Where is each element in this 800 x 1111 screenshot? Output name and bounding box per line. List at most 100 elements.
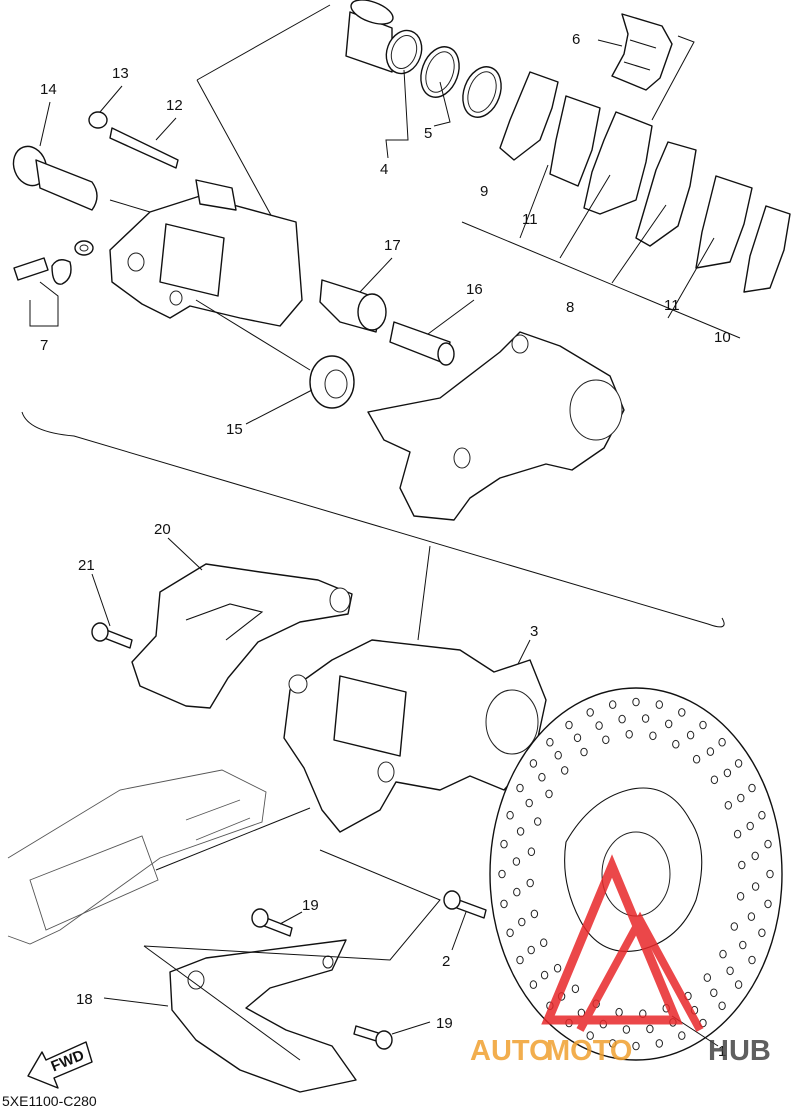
- caliper-pin-part: [12, 145, 98, 211]
- caliper-bracket-part: [367, 331, 625, 521]
- disc-hole: [526, 878, 534, 888]
- disc-hole: [615, 1007, 623, 1017]
- callout-5: 5: [424, 125, 432, 142]
- disc-hole: [516, 955, 524, 965]
- disc-hole: [500, 839, 508, 849]
- disc-hole: [530, 909, 539, 919]
- disc-hole: [513, 887, 521, 897]
- disc-hole: [518, 917, 526, 927]
- piston-seal-part: [420, 46, 502, 118]
- callout-16: 16: [466, 281, 483, 298]
- disc-hole: [719, 949, 727, 959]
- callout-17: 17: [384, 237, 401, 254]
- disc-hole: [609, 700, 617, 709]
- callout-leaders: [39, 69, 719, 1047]
- disc-hole: [538, 772, 546, 782]
- boot-lower-part: [309, 355, 355, 409]
- callout-19a: 19: [302, 897, 319, 914]
- callout-15: 15: [226, 421, 243, 438]
- disc-hole: [545, 789, 553, 799]
- disc-hole: [737, 793, 745, 803]
- caliper-body-part: [109, 179, 303, 327]
- bolt-part: [109, 127, 179, 169]
- callout-19b: 19: [436, 1015, 453, 1032]
- disc-hole: [692, 754, 701, 764]
- brake-caliper-assembly-part: [283, 639, 547, 833]
- disc-hole: [655, 700, 663, 709]
- disc-bolt-part: [443, 890, 487, 919]
- callout-2: 2: [442, 953, 450, 970]
- disc-hole: [758, 928, 766, 938]
- disc-hole: [622, 1025, 631, 1034]
- callout-1: 1: [718, 1043, 726, 1060]
- diagram-code: 5XE1100-C280: [2, 1093, 97, 1109]
- callout-8: 8: [566, 299, 574, 316]
- disc-hole: [632, 1041, 640, 1051]
- disc-hole: [565, 720, 573, 730]
- disc-hole: [739, 940, 747, 950]
- disc-hole: [747, 912, 756, 921]
- callout-11a: 11: [522, 211, 538, 228]
- disc-hole: [546, 737, 554, 747]
- disc-hole: [665, 719, 673, 729]
- disc-hole: [686, 730, 695, 740]
- disc-hole: [498, 869, 506, 879]
- callout-10: 10: [714, 329, 731, 346]
- callout-13: 13: [112, 65, 129, 82]
- disc-hole: [723, 768, 732, 778]
- disc-hole: [764, 839, 772, 849]
- swingarm-ghost: [7, 769, 267, 945]
- disc-hole: [710, 988, 718, 998]
- disc-hole: [766, 869, 774, 879]
- disc-hole: [500, 899, 508, 909]
- disc-hole: [718, 1001, 726, 1011]
- disc-hole: [554, 750, 562, 760]
- disc-hole: [710, 775, 719, 785]
- disc-hole: [573, 733, 582, 743]
- group-divider-curve: [21, 411, 725, 628]
- disc-hole: [561, 766, 569, 775]
- group-divider-leader: [417, 545, 431, 641]
- disc-hole: [734, 980, 743, 989]
- disc-hole: [678, 708, 686, 717]
- callout-21: 21: [78, 557, 95, 574]
- disc-hole: [734, 759, 743, 768]
- disc-hole: [586, 708, 594, 717]
- disc-hole: [678, 1031, 686, 1040]
- slide-pin-part: [389, 321, 455, 366]
- watermark-hub: HUB: [708, 1035, 771, 1067]
- disc-hole: [703, 973, 711, 982]
- fwd-arrow: FWD: [27, 1041, 93, 1089]
- disc-hole: [512, 857, 521, 866]
- brake-disc-part: [489, 687, 783, 1061]
- watermark-moto: MOTO: [546, 1035, 632, 1067]
- disc-hole: [646, 1024, 654, 1034]
- callout-3: 3: [530, 623, 538, 640]
- watermark-logo: AUTO MOTO HUB: [470, 854, 771, 1067]
- disc-hole: [586, 1031, 594, 1040]
- piston-part: [345, 0, 423, 75]
- disc-hole: [748, 783, 756, 793]
- disc-hole: [726, 966, 734, 976]
- disc-hole: [618, 714, 626, 724]
- disc-hole: [553, 963, 562, 973]
- callout-11b: 11: [664, 297, 680, 314]
- lower-assembly-group: [7, 563, 783, 1093]
- disc-holes: [498, 697, 774, 1051]
- disc-hole: [527, 847, 536, 857]
- disc-hole: [609, 1039, 617, 1048]
- disc-hole: [571, 984, 580, 994]
- disc-hole: [733, 829, 742, 839]
- disc-hole: [580, 747, 588, 757]
- pad-support-part: [611, 13, 673, 91]
- caliper-bracket-lower-part: [131, 563, 353, 709]
- disc-hole: [751, 851, 759, 861]
- disc-hole: [730, 922, 738, 931]
- disc-hole: [632, 697, 640, 707]
- callout-4: 4: [380, 161, 388, 178]
- callout-18: 18: [76, 991, 93, 1008]
- callout-9: 9: [480, 183, 488, 200]
- disc-hole: [724, 801, 732, 810]
- callout-12: 12: [166, 97, 183, 114]
